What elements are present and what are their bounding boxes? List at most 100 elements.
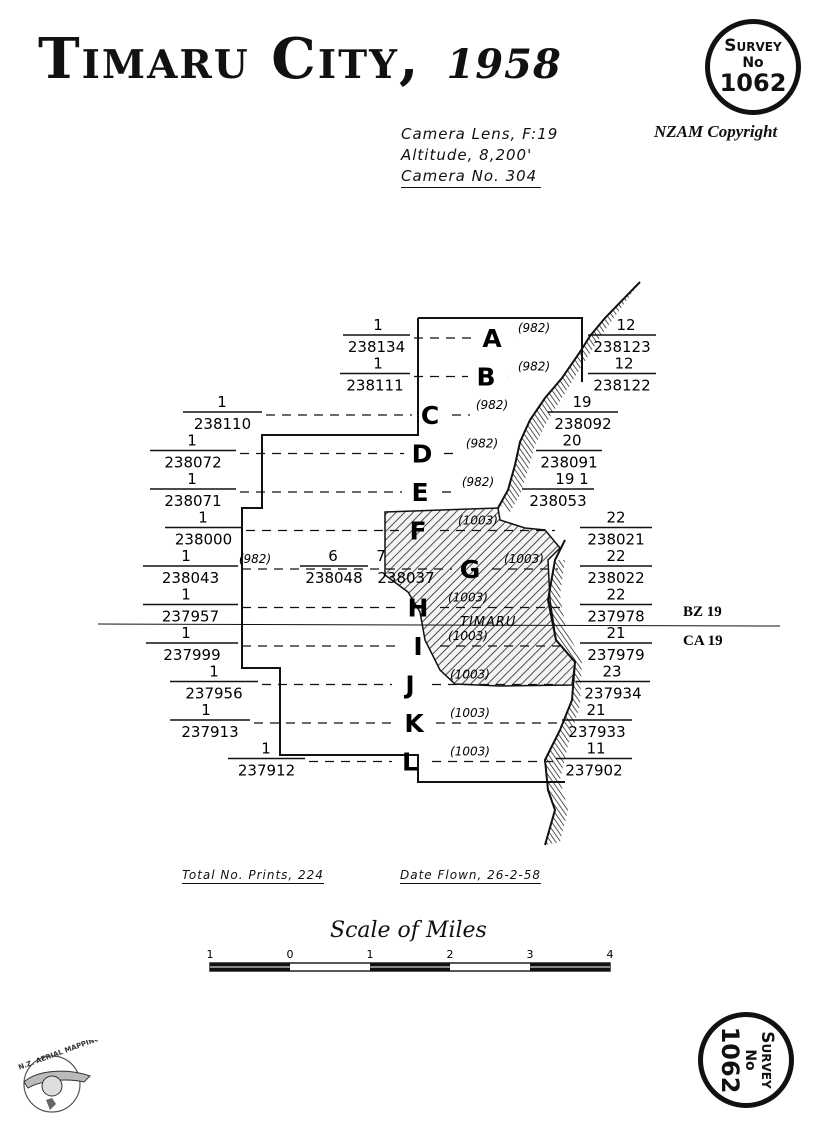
left-print-count: 1 <box>261 740 271 758</box>
run-height: (1003) <box>448 629 488 643</box>
right-print-count: 11 <box>586 740 605 758</box>
left-print-number: 237912 <box>238 762 295 780</box>
right-print-count: 20 <box>562 432 581 450</box>
right-print-number: 237902 <box>565 762 622 780</box>
left-print-count: 1 <box>181 624 191 642</box>
mid-print-number: 238048 <box>305 569 362 587</box>
survey-number-badge-top: Survey No 1062 <box>705 19 801 115</box>
run-letter: B <box>476 363 495 392</box>
left-print-number: 238072 <box>164 454 221 472</box>
left-print-number: 238000 <box>175 531 232 549</box>
left-print-count: 1 <box>209 663 219 681</box>
camera-lens: Camera Lens, F:19 <box>401 125 559 143</box>
run-letter: C <box>421 401 439 430</box>
mid-print-number-b: 238037 <box>377 569 434 587</box>
left-print-count: 1 <box>373 355 383 373</box>
scale-tick-label: 3 <box>527 948 534 961</box>
left-print-number: 237913 <box>181 723 238 741</box>
right-print-count: 21 <box>586 701 605 719</box>
right-print-number: 238122 <box>593 377 650 395</box>
flight-runs: A(982)123813412238123B(982)1238111122381… <box>143 316 656 780</box>
grid-divider-line <box>97 623 781 627</box>
badge-survey-label-bottom: Survey <box>756 1031 777 1089</box>
right-print-number: 238123 <box>593 338 650 356</box>
badge-survey-number: 1062 <box>719 68 787 97</box>
aerial-mapping-logo: N.Z. AERIAL MAPPING LTD <box>17 1040 98 1113</box>
title-year: 1958 <box>446 41 562 88</box>
run-letter: J <box>403 671 414 700</box>
run-letter: E <box>411 478 428 507</box>
right-print-count: 12 <box>616 316 635 334</box>
left-print-number: 237999 <box>163 646 220 664</box>
town-label: TIMARU <box>460 615 516 630</box>
right-print-count: 22 <box>606 586 625 604</box>
run-letter: I <box>413 632 422 661</box>
run-letter: L <box>402 748 418 777</box>
right-print-count: 23 <box>602 663 621 681</box>
camera-specs: Camera Lens, F:19 Altitude, 8,200' Camer… <box>401 124 558 188</box>
left-print-count: 1 <box>198 509 208 527</box>
run-mid-height: (982) <box>239 552 271 566</box>
left-print-count: 1 <box>181 547 191 565</box>
coast-shading-lower <box>545 560 582 845</box>
right-print-number: 237979 <box>587 646 644 664</box>
grid-label-bz: BZ 19 <box>683 604 722 620</box>
title-separator: , <box>398 26 421 92</box>
left-print-number: 238134 <box>348 338 405 356</box>
right-print-number: 238053 <box>529 492 586 510</box>
run-height: (982) <box>518 321 550 335</box>
left-print-count: 1 <box>201 701 211 719</box>
left-print-count: 1 <box>217 393 227 411</box>
grid-label-ca: CA 19 <box>683 633 723 649</box>
right-print-number: 237933 <box>568 723 625 741</box>
scale-tick-label: 1 <box>207 948 214 961</box>
coverage-outline <box>241 317 583 783</box>
run-letter: H <box>408 594 429 623</box>
scale-title: Scale of Miles <box>330 918 487 943</box>
right-print-number: 238021 <box>587 531 644 549</box>
left-print-number: 238043 <box>162 569 219 587</box>
left-print-number: 238110 <box>194 415 251 433</box>
left-print-count: 1 <box>187 432 197 450</box>
run-letter: G <box>460 555 481 584</box>
run-letter: D <box>412 440 433 469</box>
badge-number-label-bottom: No <box>742 1049 759 1071</box>
left-print-count: 1 <box>373 316 383 334</box>
altitude: Altitude, 8,200' <box>401 146 533 164</box>
right-print-number: 238092 <box>554 415 611 433</box>
right-print-count: 22 <box>606 509 625 527</box>
scale-tick-label: 2 <box>447 948 454 961</box>
right-print-count: 19 <box>572 393 591 411</box>
badge-number-label: No <box>742 54 764 71</box>
mid-print-count: 6 <box>328 547 338 565</box>
run-letter: K <box>404 709 425 738</box>
badge-survey-label: Survey <box>724 36 782 57</box>
right-print-number: 237934 <box>584 685 641 703</box>
scale-tick-label: 4 <box>607 948 614 961</box>
run-height: (1003) <box>448 591 488 605</box>
run-height: (1003) <box>450 745 490 759</box>
coastline <box>497 281 641 846</box>
scale-tick-labels: 1 0 1 2 3 4 <box>207 948 614 961</box>
right-print-count: 19 1 <box>555 470 588 488</box>
run-letter: A <box>482 324 502 353</box>
scale-bar <box>209 962 611 972</box>
right-print-count: 12 <box>614 355 633 373</box>
run-height: (1003) <box>450 706 490 720</box>
left-print-number: 237957 <box>162 608 219 626</box>
coast-shading <box>500 282 640 512</box>
date-flown: Date Flown, 26-2-58 <box>400 868 541 884</box>
scale-tick-label: 1 <box>367 948 374 961</box>
left-print-number: 237956 <box>185 685 242 703</box>
run-height: (982) <box>466 437 498 451</box>
survey-number-badge-bottom: Survey No 1062 <box>698 1012 794 1108</box>
total-prints: Total No. Prints, 224 <box>182 868 324 884</box>
run-height: (982) <box>476 398 508 412</box>
run-height: (1003) <box>504 552 544 566</box>
right-print-number: 237978 <box>587 608 644 626</box>
camera-number: Camera No. 304 <box>401 166 542 188</box>
right-print-count: 21 <box>606 624 625 642</box>
scale-tick-label: 0 <box>287 948 294 961</box>
